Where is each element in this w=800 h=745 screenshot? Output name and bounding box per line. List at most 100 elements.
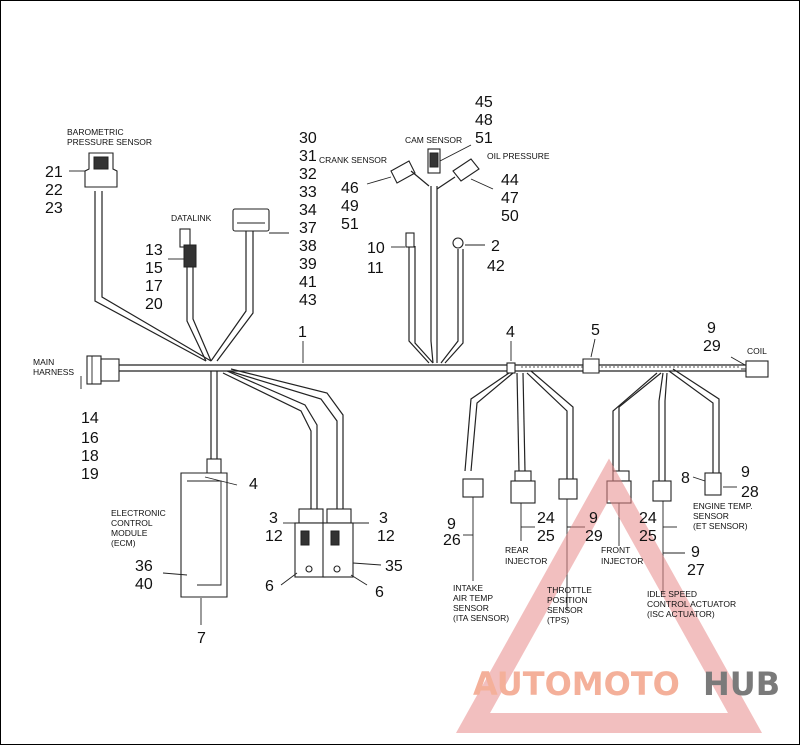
callout: 33: [299, 184, 317, 201]
label-barometric: BAROMETRIC: [67, 127, 124, 137]
coil-connector: [730, 356, 769, 378]
label-rear-injector: INJECTOR: [505, 556, 547, 566]
callout: 31: [299, 148, 317, 165]
callout: 43: [299, 292, 317, 309]
watermark: AUTOMOTO HUB: [455, 458, 780, 733]
label-main-harness: HARNESS: [33, 367, 74, 377]
callout: 9: [707, 320, 716, 337]
callout: 19: [81, 466, 99, 483]
callout: 15: [145, 260, 163, 277]
callout: 9: [691, 544, 700, 561]
callout: 23: [45, 200, 63, 217]
callout: 6: [375, 584, 384, 601]
label-iat: SENSOR: [453, 603, 489, 613]
callout: 20: [145, 296, 163, 313]
callout: 44: [501, 172, 519, 189]
callout: 46: [341, 180, 359, 197]
callout: 9: [741, 464, 750, 481]
multi-pin-connector: [210, 208, 289, 362]
relay-branch: [222, 368, 344, 509]
label-tps: POSITION: [547, 595, 588, 605]
callout: 24: [537, 510, 555, 527]
callout: 37: [299, 220, 317, 237]
callout: 1: [298, 324, 307, 341]
label-iat: (ITA SENSOR): [453, 613, 509, 623]
callout: 47: [501, 190, 519, 207]
cam-sensor: [427, 144, 472, 174]
callout: 49: [341, 198, 359, 215]
callout: 41: [299, 274, 317, 291]
callout: 4: [506, 324, 515, 341]
callout: 2: [491, 238, 500, 255]
callout: 40: [135, 576, 153, 593]
callout: 36: [135, 558, 153, 575]
main-harness-connector: [86, 355, 120, 385]
callout: 38: [299, 238, 317, 255]
label-isc: IDLE SPEED: [647, 589, 697, 599]
callout: 8: [681, 470, 690, 487]
callout: 3: [379, 510, 388, 527]
label-ecm: (ECM): [111, 538, 136, 548]
splice-point: [506, 341, 516, 374]
callout: 11: [367, 260, 384, 277]
sensor-trunk: [391, 186, 485, 364]
label-oil-pressure: OIL PRESSURE: [487, 151, 550, 161]
callout: 13: [145, 242, 163, 259]
label-tps: SENSOR: [547, 605, 583, 615]
callout: 39: [299, 256, 317, 273]
label-et: (ET SENSOR): [693, 521, 748, 531]
label-tps: THROTTLE: [547, 585, 592, 595]
relay-right: [322, 508, 382, 586]
callout: 25: [639, 528, 657, 545]
label-iat: AIR TEMP: [453, 593, 493, 603]
label-ecm: MODULE: [111, 528, 148, 538]
callout: 29: [585, 528, 603, 545]
rear-injector-branch: [510, 372, 536, 541]
label-main-harness: MAIN: [33, 357, 54, 367]
callout: 4: [249, 476, 258, 493]
callout: 5: [591, 322, 600, 339]
callout: 34: [299, 202, 317, 219]
label-et: SENSOR: [693, 511, 729, 521]
callout: 7: [197, 630, 206, 647]
et-branch: [668, 368, 737, 496]
label-tps: (TPS): [547, 615, 569, 625]
callout: 27: [687, 562, 705, 579]
callout: 6: [265, 578, 274, 595]
callout: 9: [447, 516, 456, 533]
label-front-injector: FRONT: [601, 545, 630, 555]
callout: 51: [475, 130, 493, 147]
label-barometric: PRESSURE SENSOR: [67, 137, 152, 147]
callout: 22: [45, 182, 63, 199]
callout: 9: [589, 510, 598, 527]
datalink-connector: [168, 228, 212, 362]
callout: 42: [487, 258, 505, 275]
callout: 29: [703, 338, 721, 355]
label-isc: CONTROL ACTUATOR: [647, 599, 736, 609]
barometric-pressure-sensor: [69, 152, 212, 362]
crank-sensor: [366, 160, 430, 187]
callout: 50: [501, 208, 519, 225]
label-front-injector: INJECTOR: [601, 556, 643, 566]
callout: 30: [299, 130, 317, 147]
callout: 26: [443, 532, 461, 549]
oil-pressure-switch: [436, 158, 494, 190]
label-rear-injector: REAR: [505, 545, 529, 555]
callout: 32: [299, 166, 317, 183]
label-isc: (ISC ACTUATOR): [647, 609, 715, 619]
callout: 12: [377, 528, 395, 545]
label-cam-sensor: CAM SENSOR: [405, 135, 462, 145]
callout: 25: [537, 528, 555, 545]
callout: 21: [45, 164, 63, 181]
callout: 14: [81, 410, 99, 427]
label-ecm: ELECTRONIC: [111, 508, 166, 518]
label-ecm: CONTROL: [111, 518, 153, 528]
callout: 45: [475, 94, 493, 111]
callout: 17: [145, 278, 163, 295]
ecm-module: [162, 371, 238, 625]
callout: 3: [269, 510, 278, 527]
callout-numbers: 21 22 23 13 15 17 20 30 31 32 33 34 37 3…: [45, 94, 759, 647]
watermark-part2: HUB: [703, 665, 780, 703]
